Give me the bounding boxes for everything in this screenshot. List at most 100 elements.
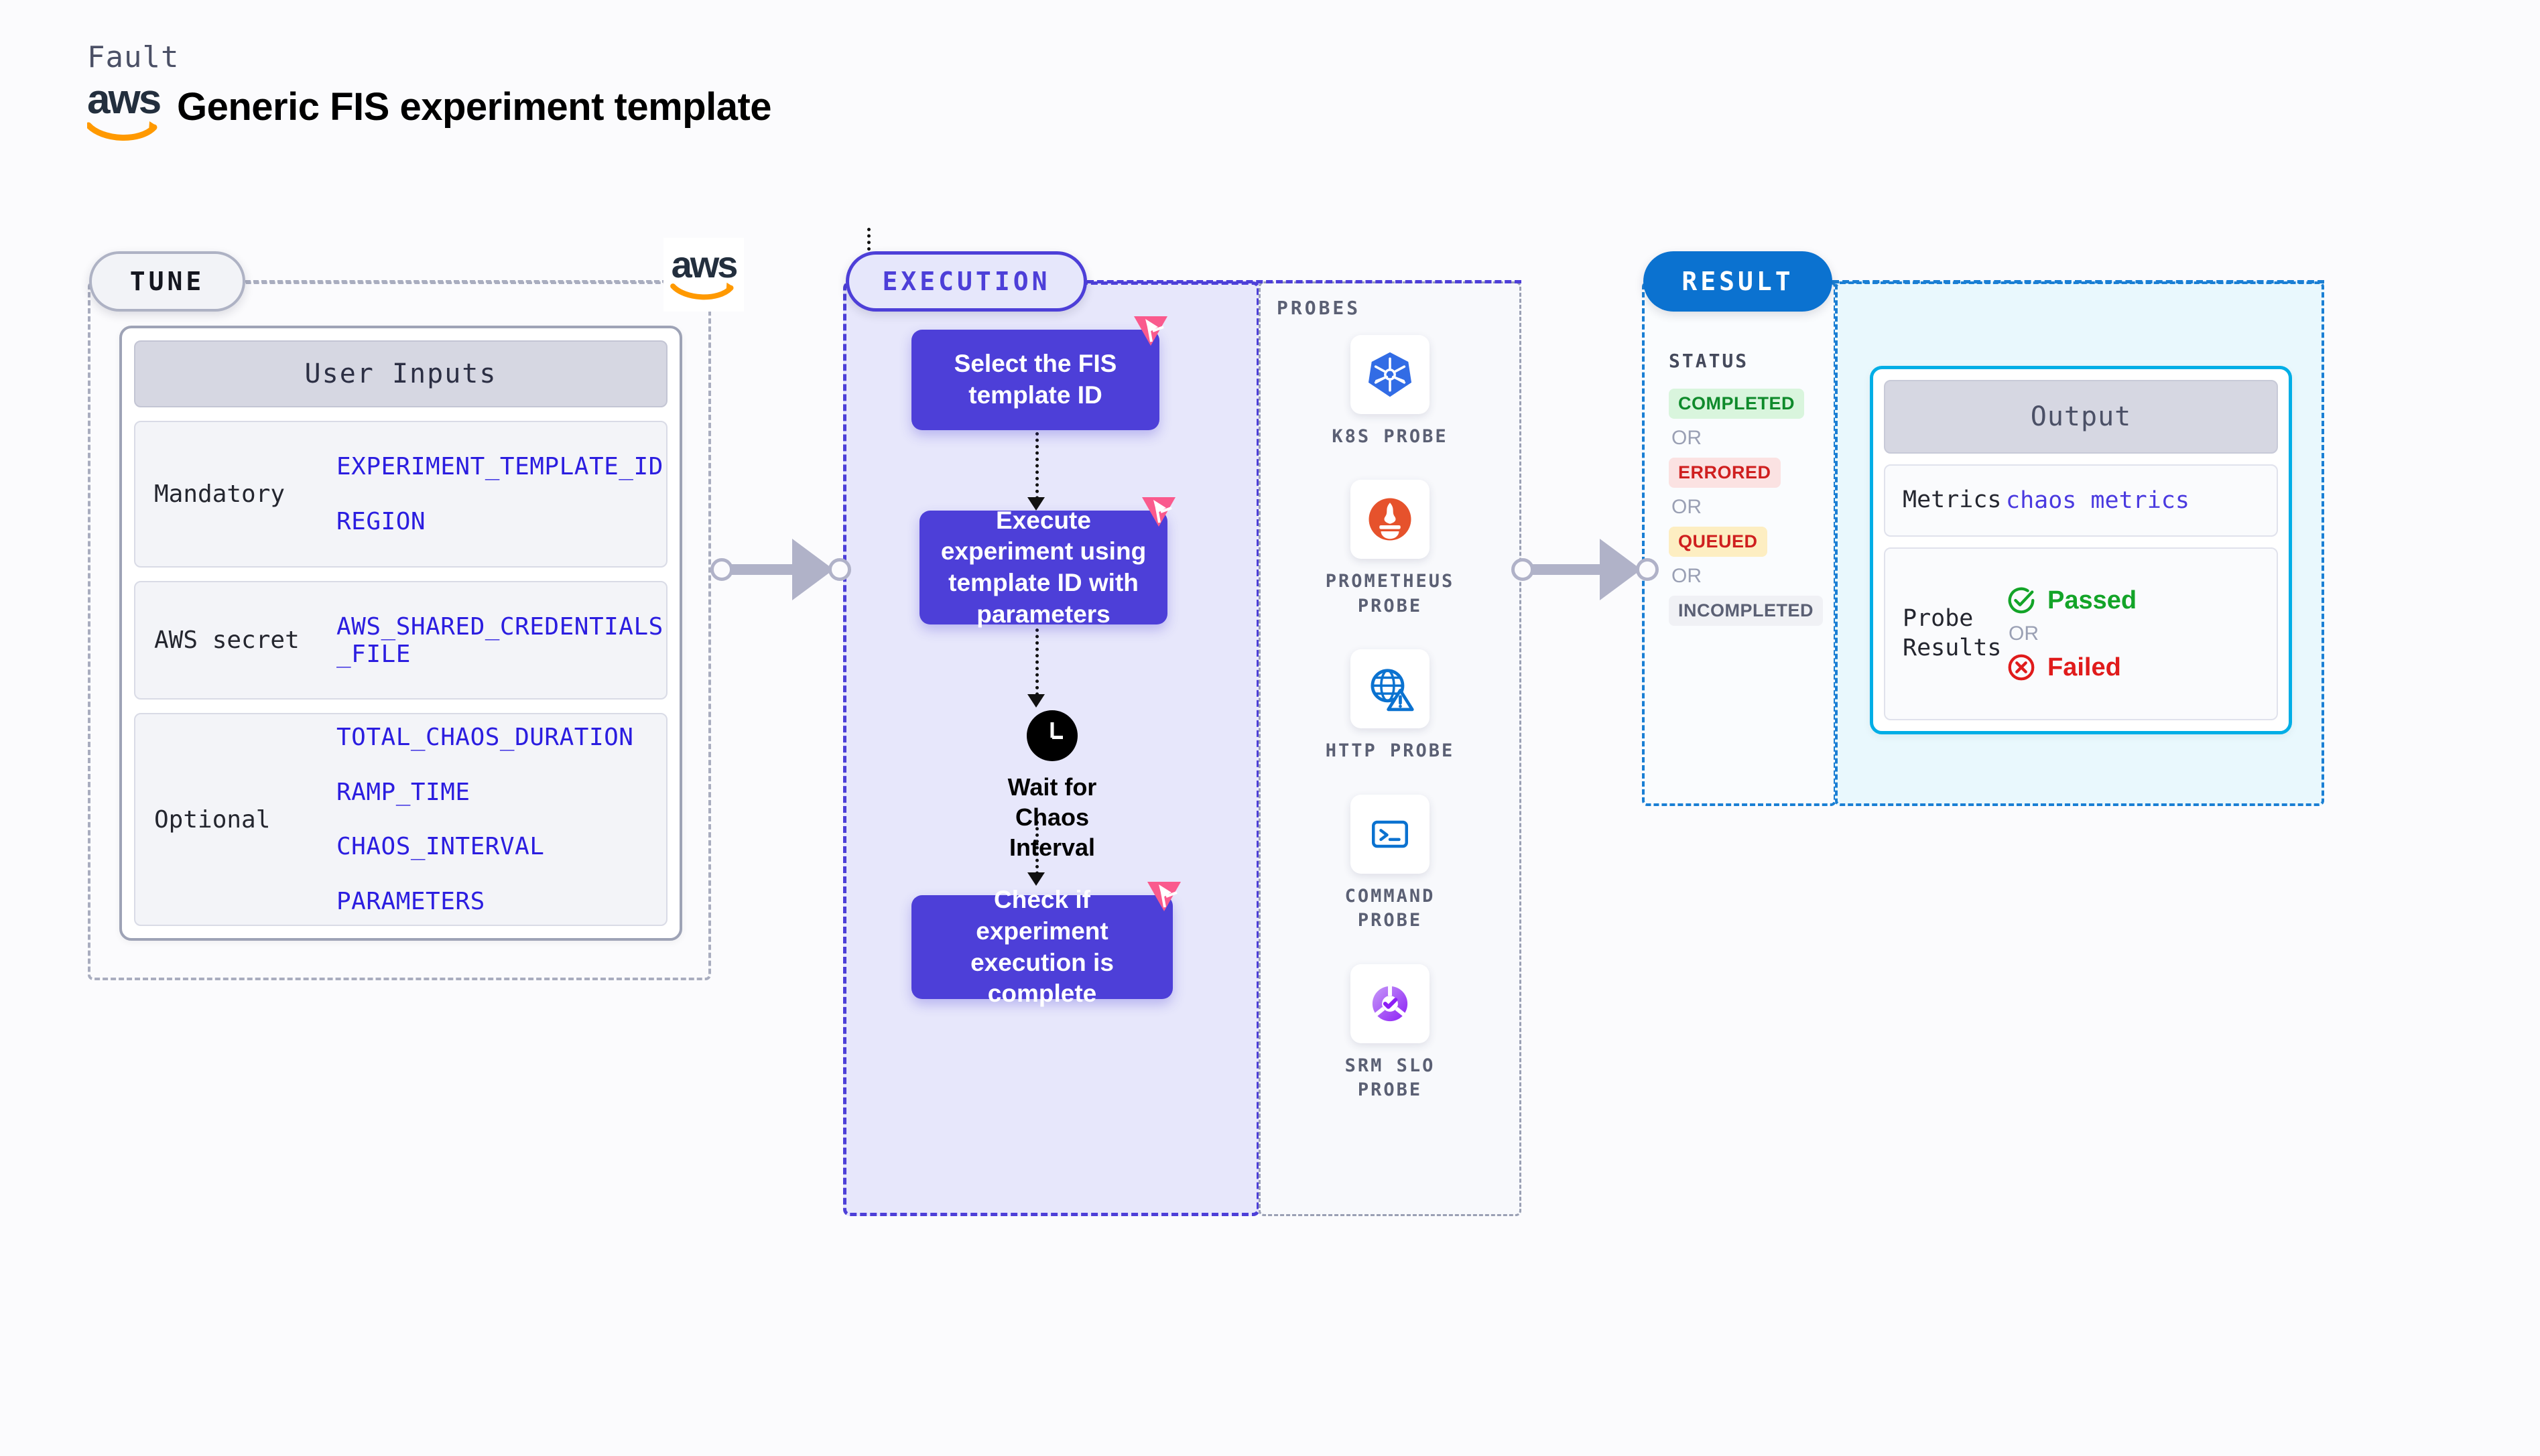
input-var-chaos-interval: CHAOS_INTERVAL xyxy=(336,833,545,861)
input-var-region: REGION xyxy=(336,507,426,535)
connector-line xyxy=(1522,564,1623,575)
connector-arrowhead xyxy=(792,539,834,600)
probes-panel xyxy=(1259,281,1521,1216)
aws-wordmark: aws xyxy=(87,76,162,123)
probe-tile-http xyxy=(1350,649,1430,729)
fault-kicker: Fault xyxy=(87,40,180,74)
flow-step-execute-experiment-label: Execute experiment using template ID wit… xyxy=(940,506,1147,628)
probe-result-passed-label: Passed xyxy=(2047,586,2137,614)
output-metrics-label: Metrics xyxy=(1903,486,2002,514)
probe-item-command[interactable]: COMMAND PROBE xyxy=(1344,794,1436,933)
connector-node-start xyxy=(710,558,733,581)
probe-item-prometheus[interactable]: PROMETHEUS PROBE xyxy=(1326,480,1455,618)
status-badge-incompleted: INCOMPLETED xyxy=(1669,596,1824,626)
status-list: COMPLETED OR ERRORED OR QUEUED OR INCOMP… xyxy=(1669,389,1830,626)
stage-pill-result[interactable]: RESULT xyxy=(1643,251,1832,312)
aws-mark-wordmark: aws xyxy=(671,243,739,285)
output-probe-results-label: Probe Results xyxy=(1903,605,2002,661)
connector-arrowhead xyxy=(1600,539,1641,600)
tune-pill-line xyxy=(245,280,668,283)
connector-node-start xyxy=(1511,558,1534,581)
flow-arrow-2-head xyxy=(1027,694,1045,708)
execution-dotted-stub xyxy=(867,228,871,251)
aws-logo: aws xyxy=(85,76,162,143)
probes-list: K8S PROBE PROMETHEUS PROBE xyxy=(1259,335,1521,1103)
header: Fault aws Generic FIS experiment templat… xyxy=(85,40,772,143)
stage-pill-tune[interactable]: TUNE xyxy=(89,251,245,312)
user-inputs-title: User Inputs xyxy=(134,340,668,407)
probe-label-prometheus: PROMETHEUS PROBE xyxy=(1325,571,1455,616)
probe-tile-srm-slo xyxy=(1350,964,1430,1043)
status-badge-completed: COMPLETED xyxy=(1669,389,1805,419)
probe-tile-prometheus xyxy=(1350,480,1430,559)
status-or-1: OR xyxy=(1671,427,1702,449)
input-var-parameters: PARAMETERS xyxy=(336,887,485,915)
user-inputs-card: User Inputs Mandatory EXPERIMENT_TEMPLAT… xyxy=(119,326,682,941)
x-circle-icon xyxy=(2008,654,2035,681)
stage-pill-execution[interactable]: EXECUTION xyxy=(846,251,1087,312)
flow-step-wait-for-chaos-interval: Wait for Chaos Interval xyxy=(978,710,1126,862)
stage-pill-tune-label: TUNE xyxy=(129,267,205,296)
probe-tile-k8s xyxy=(1350,335,1430,414)
clock-icon xyxy=(1027,710,1078,761)
input-row-mandatory-label: Mandatory xyxy=(154,480,285,509)
aws-smile-icon xyxy=(85,121,157,141)
terminal-icon xyxy=(1371,820,1408,848)
probe-result-failed: Failed xyxy=(2006,652,2137,683)
http-globe-warning-icon xyxy=(1371,669,1414,712)
input-row-optional: Optional TOTAL_CHAOS_DURATION RAMP_TIME … xyxy=(134,713,668,926)
aws-mark-smile-icon xyxy=(670,282,734,300)
probe-item-http[interactable]: HTTP PROBE xyxy=(1326,649,1455,763)
output-row-metrics: Metrics chaos metrics xyxy=(1884,464,2278,537)
flow-step-select-template[interactable]: Select the FIS template ID xyxy=(911,316,1167,430)
prometheus-icon xyxy=(1369,498,1411,541)
probe-label-command: COMMAND PROBE xyxy=(1344,885,1436,931)
probe-result-or: OR xyxy=(2009,622,2039,645)
flow-arrow-1 xyxy=(1035,432,1039,506)
probe-label-k8s: K8S PROBE xyxy=(1332,426,1448,447)
output-card-title: Output xyxy=(1884,380,2278,454)
litmus-chaos-icon xyxy=(1142,497,1176,527)
wait-node-label: Wait for Chaos Interval xyxy=(1007,773,1097,861)
input-row-optional-label: Optional xyxy=(154,805,271,834)
input-var-ramp-time: RAMP_TIME xyxy=(336,778,470,806)
input-row-aws-secret: AWS secret AWS_SHARED_CREDENTIALS _FILE xyxy=(134,581,668,700)
output-metrics-value: chaos metrics xyxy=(2006,487,2189,514)
probe-label-http: HTTP PROBE xyxy=(1325,740,1455,762)
status-badge-errored: ERRORED xyxy=(1669,458,1781,488)
litmus-chaos-icon xyxy=(1134,316,1167,346)
output-row-probe-results: Probe Results Passed OR Faile xyxy=(1884,547,2278,720)
connector-tune-to-execution xyxy=(710,536,851,603)
flow-step-execute-experiment[interactable]: Execute experiment using template ID wit… xyxy=(919,497,1176,628)
stage-pill-execution-label: EXECUTION xyxy=(882,267,1051,296)
stage-pill-result-label: RESULT xyxy=(1681,267,1794,296)
aws-logo-mark: aws xyxy=(663,238,744,312)
probe-result-passed: Passed xyxy=(2006,585,2137,616)
probe-item-srm-slo[interactable]: SRM SLO PROBE xyxy=(1345,964,1436,1103)
probes-title: PROBES xyxy=(1277,297,1361,319)
flow-arrow-2 xyxy=(1035,628,1039,702)
status-or-3: OR xyxy=(1671,565,1702,587)
probe-label-srm-slo: SRM SLO PROBE xyxy=(1344,1055,1436,1101)
page-title: Generic FIS experiment template xyxy=(177,84,772,129)
litmus-chaos-icon xyxy=(1147,882,1181,911)
status-title: STATUS xyxy=(1669,350,1749,372)
kubernetes-icon xyxy=(1368,352,1412,397)
flow-arrow-3-head xyxy=(1027,872,1045,886)
input-row-mandatory: Mandatory EXPERIMENT_TEMPLATE_ID REGION xyxy=(134,420,668,568)
result-pill-line xyxy=(1832,280,2324,283)
probe-item-k8s[interactable]: K8S PROBE xyxy=(1332,335,1448,449)
connector-execution-to-result xyxy=(1511,536,1659,603)
flow-arrow-3 xyxy=(1035,821,1039,881)
execution-pill-line xyxy=(1087,280,1521,283)
flow-arrow-1-head xyxy=(1027,497,1045,511)
connector-node-end xyxy=(828,558,851,581)
connector-line xyxy=(721,564,815,575)
probe-result-failed-label: Failed xyxy=(2047,653,2121,681)
connector-node-end xyxy=(1636,558,1659,581)
flow-step-check-complete[interactable]: Check if experiment execution is complet… xyxy=(911,882,1181,1007)
output-card: Output Metrics chaos metrics Probe Resul… xyxy=(1870,366,2292,734)
status-badge-queued: QUEUED xyxy=(1669,527,1767,557)
status-or-2: OR xyxy=(1671,496,1702,518)
